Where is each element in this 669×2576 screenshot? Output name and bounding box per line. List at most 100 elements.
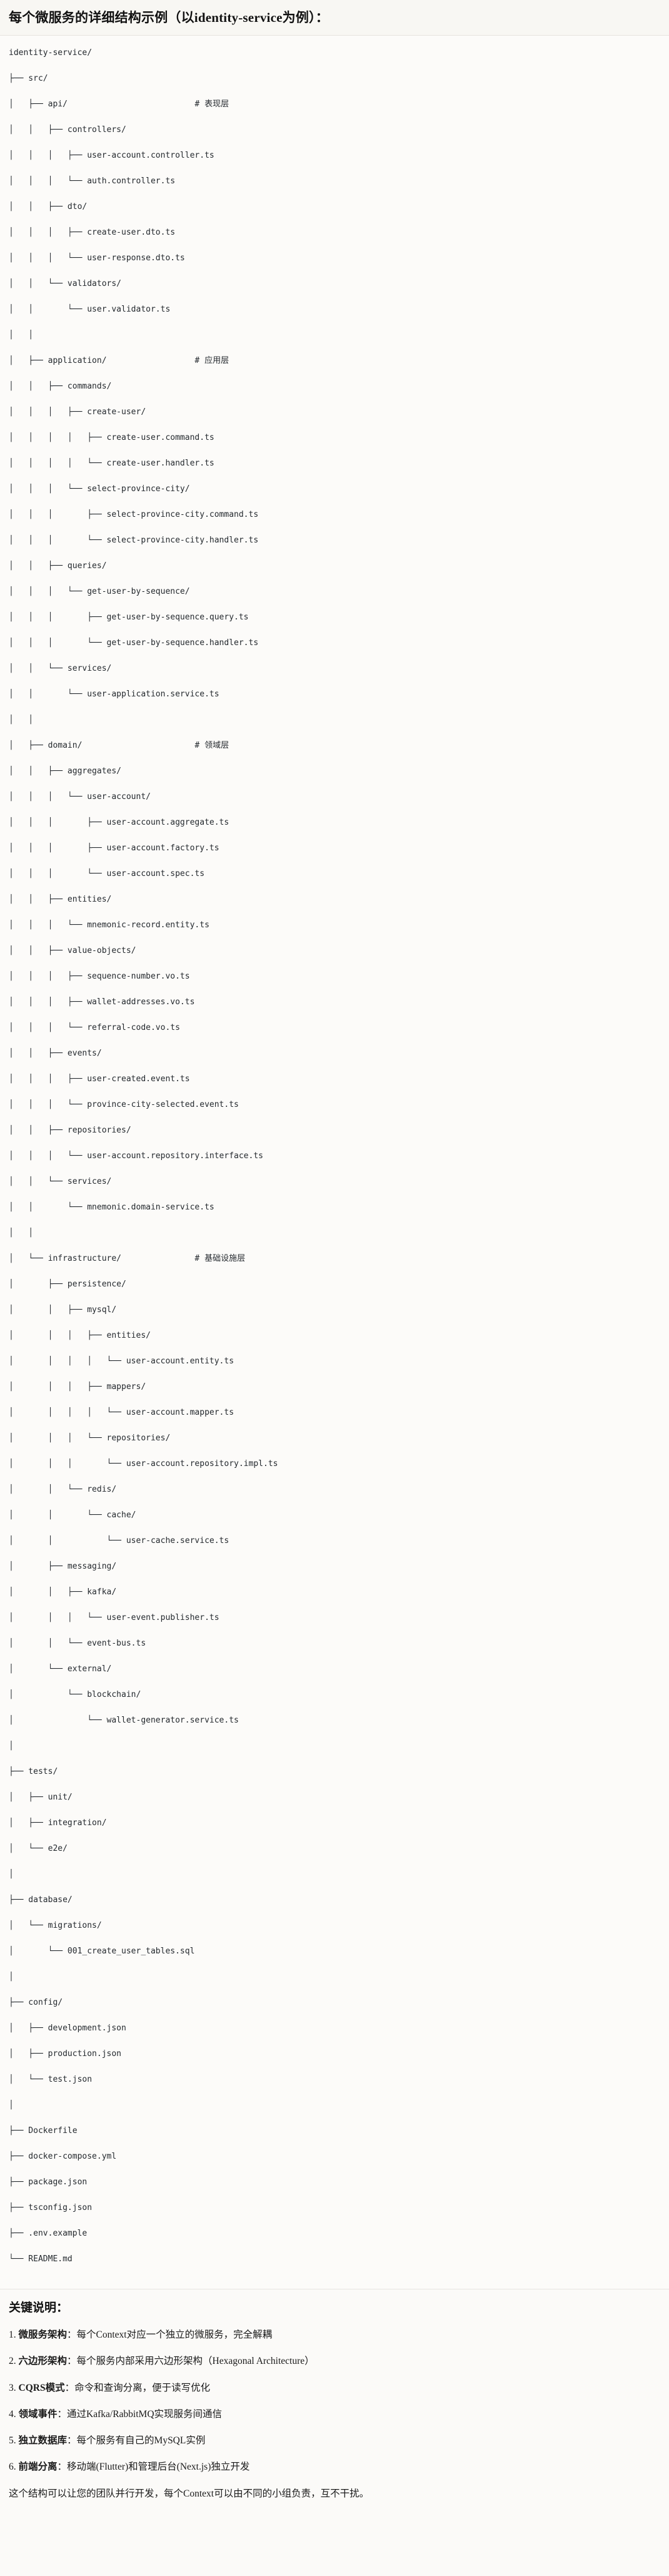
tree-line: │ │ └── mnemonic.domain-service.ts bbox=[9, 1203, 214, 1213]
tree-line: ├── config/ bbox=[9, 1998, 63, 2008]
tree-line: │ bbox=[9, 1870, 14, 1880]
tree-line: │ │ └── services/ bbox=[9, 1177, 112, 1187]
tree-line: │ │ │ └── repositories/ bbox=[9, 1433, 171, 1443]
tree-line: │ │ │ │ └── create-user.handler.ts bbox=[9, 459, 214, 469]
tree-line: │ │ └── services/ bbox=[9, 664, 112, 674]
directory-tree-code: identity-service/ ├── src/ │ ├── api/ # … bbox=[9, 47, 660, 2266]
key-note-description: 每个Context对应一个独立的微服务，完全解耦 bbox=[76, 2329, 273, 2341]
document-header: 每个微服务的详细结构示例（以identity-service为例）： bbox=[0, 0, 669, 36]
tree-line: │ │ ├── controllers/ bbox=[9, 125, 126, 135]
key-note-separator: ： bbox=[64, 2382, 75, 2393]
tree-line: │ ├── development.json bbox=[9, 2024, 126, 2034]
tree-line: │ bbox=[9, 2100, 14, 2110]
tree-line: │ │ │ ├── wallet-addresses.vo.ts bbox=[9, 997, 195, 1007]
directory-tree-block: identity-service/ ├── src/ │ ├── api/ # … bbox=[0, 36, 669, 2290]
tree-line: │ ├── integration/ bbox=[9, 1818, 107, 1828]
tree-line: ├── docker-compose.yml bbox=[9, 2152, 117, 2162]
page-title: 每个微服务的详细结构示例（以identity-service为例）： bbox=[9, 10, 329, 25]
tree-line: │ └── e2e/ bbox=[9, 1844, 68, 1854]
tree-line: │ ├── persistence/ bbox=[9, 1280, 126, 1290]
tree-line: │ │ └── user-cache.service.ts bbox=[9, 1536, 229, 1546]
tree-line: │ │ │ │ ├── create-user.command.ts bbox=[9, 433, 214, 443]
tree-line: ├── database/ bbox=[9, 1895, 73, 1905]
tree-line: │ │ │ └── get-user-by-sequence/ bbox=[9, 587, 190, 597]
tree-line: ├── tsconfig.json bbox=[9, 2203, 93, 2213]
tree-line: │ │ │ ├── create-user/ bbox=[9, 407, 146, 417]
tree-line: │ │ │ └── auth.controller.ts bbox=[9, 176, 176, 186]
tree-line: │ │ ├── entities/ bbox=[9, 895, 112, 905]
tree-line: │ │ └── redis/ bbox=[9, 1485, 117, 1495]
tree-line: │ │ ├── commands/ bbox=[9, 382, 112, 392]
tree-line: │ │ │ └── user-response.dto.ts bbox=[9, 253, 185, 263]
tree-line: │ │ │ ├── select-province-city.command.t… bbox=[9, 510, 259, 520]
tree-line: │ │ │ ├── user-created.event.ts bbox=[9, 1074, 190, 1084]
tree-line: │ │ ├── mysql/ bbox=[9, 1305, 117, 1315]
tree-line: │ └── wallet-generator.service.ts bbox=[9, 1716, 239, 1726]
tree-line: │ │ └── validators/ bbox=[9, 279, 122, 289]
tree-layer-comment: # 应用层 bbox=[194, 356, 229, 366]
key-note-separator: ： bbox=[67, 2435, 77, 2446]
tree-line: │ │ ├── kafka/ bbox=[9, 1587, 117, 1597]
key-note-term: 独立数据库 bbox=[18, 2435, 68, 2446]
tree-line: │ bbox=[9, 1972, 14, 1982]
key-note-separator: ： bbox=[67, 2329, 77, 2341]
key-note-separator: ： bbox=[57, 2461, 68, 2473]
tree-line: │ ├── application/ # 应用层 bbox=[9, 355, 660, 368]
tree-line: │ │ ├── repositories/ bbox=[9, 1126, 131, 1136]
key-note-term: 前端分离 bbox=[18, 2461, 58, 2473]
tree-line: │ │ │ └── province-city-selected.event.t… bbox=[9, 1100, 239, 1110]
key-note-term: CQRS模式 bbox=[18, 2382, 65, 2393]
key-note-description: 通过Kafka/RabbitMQ实现服务间通信 bbox=[67, 2408, 223, 2420]
tree-line: │ │ ├── queries/ bbox=[9, 561, 107, 571]
key-note-number: 5. bbox=[9, 2435, 19, 2446]
key-note-number: 4. bbox=[9, 2408, 19, 2420]
tree-line: ├── tests/ bbox=[9, 1767, 58, 1777]
tree-line: │ └── infrastructure/ # 基础设施层 bbox=[9, 1253, 660, 1266]
tree-path: │ └── infrastructure/ bbox=[9, 1254, 195, 1264]
key-notes-footer: 这个结构可以让您的团队并行开发，每个Context可以由不同的小组负责，互不干扰… bbox=[9, 2488, 370, 2499]
tree-line: │ │ │ ├── user-account.aggregate.ts bbox=[9, 818, 229, 828]
key-note-item: 5. 独立数据库：每个服务有自己的MySQL实例 bbox=[9, 2433, 660, 2448]
tree-line: │ │ │ ├── sequence-number.vo.ts bbox=[9, 972, 190, 982]
key-note-description: 移动端(Flutter)和管理后台(Next.js)独立开发 bbox=[67, 2461, 250, 2473]
tree-path: │ ├── domain/ bbox=[9, 741, 195, 751]
tree-line: │ │ │ └── referral-code.vo.ts bbox=[9, 1023, 180, 1033]
key-note-number: 3. bbox=[9, 2382, 19, 2393]
tree-line: │ └── 001_create_user_tables.sql bbox=[9, 1947, 195, 1957]
key-note-item: 2. 六边形架构：每个服务内部采用六边形架构（Hexagonal Archite… bbox=[9, 2354, 660, 2368]
key-note-separator: ： bbox=[57, 2408, 68, 2420]
tree-line: │ │ ├── value-objects/ bbox=[9, 946, 136, 956]
key-note-description: 命令和查询分离，便于读写优化 bbox=[74, 2382, 211, 2393]
tree-line: │ │ bbox=[9, 1228, 34, 1238]
tree-line: │ │ │ └── select-province-city.handler.t… bbox=[9, 536, 259, 546]
tree-line: │ │ │ └── user-account/ bbox=[9, 792, 151, 802]
key-note-number: 6. bbox=[9, 2461, 19, 2473]
key-note-item: 6. 前端分离：移动端(Flutter)和管理后台(Next.js)独立开发 bbox=[9, 2460, 660, 2474]
key-note-number: 1. bbox=[9, 2329, 19, 2341]
key-note-item: 3. CQRS模式：命令和查询分离，便于读写优化 bbox=[9, 2381, 660, 2395]
tree-line: │ │ │ ├── user-account.controller.ts bbox=[9, 151, 214, 161]
tree-line: │ │ │ ├── mappers/ bbox=[9, 1382, 146, 1392]
tree-line: │ ├── domain/ # 领域层 bbox=[9, 740, 660, 753]
key-note-term: 微服务架构 bbox=[18, 2329, 68, 2341]
tree-line: ├── src/ bbox=[9, 74, 48, 84]
tree-line: │ ├── unit/ bbox=[9, 1793, 73, 1803]
key-note-term: 六边形架构 bbox=[18, 2356, 68, 2367]
tree-line: │ │ bbox=[9, 330, 34, 340]
tree-line: │ │ │ ├── create-user.dto.ts bbox=[9, 228, 176, 238]
tree-line: │ └── external/ bbox=[9, 1664, 112, 1674]
key-note-item: 1. 微服务架构：每个Context对应一个独立的微服务，完全解耦 bbox=[9, 2328, 660, 2342]
tree-line: │ ├── api/ # 表现层 bbox=[9, 98, 660, 111]
directory-tree-pre: identity-service/ ├── src/ │ ├── api/ # … bbox=[9, 47, 660, 2279]
tree-layer-comment: # 基础设施层 bbox=[194, 1254, 246, 1264]
key-note-term: 领域事件 bbox=[18, 2408, 58, 2420]
tree-line: ├── Dockerfile bbox=[9, 2126, 78, 2136]
tree-line: │ │ │ └── user-event.publisher.ts bbox=[9, 1613, 219, 1623]
tree-line: │ │ │ └── get-user-by-sequence.handler.t… bbox=[9, 638, 259, 648]
tree-line: └── README.md bbox=[9, 2254, 73, 2264]
tree-line: │ │ ├── dto/ bbox=[9, 202, 88, 212]
tree-line: │ bbox=[9, 1741, 14, 1751]
